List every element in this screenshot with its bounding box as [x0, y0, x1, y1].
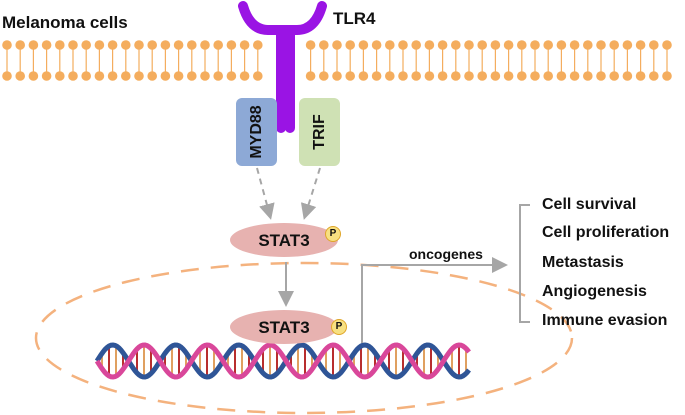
- cell-membrane: [2, 40, 672, 81]
- dna-helix: [94, 342, 471, 380]
- outcome-angiogenesis: Angiogenesis: [542, 283, 647, 300]
- stat3-cytoplasm-label: STAT3: [258, 231, 310, 250]
- cell-type-label: Melanoma cells: [2, 13, 128, 32]
- outcome-cell-proliferation: Cell proliferation: [542, 224, 670, 241]
- tlr4-receptor: [238, 1, 327, 133]
- arrow-oncogenes: [361, 257, 508, 343]
- arrow-trif-to-stat3: [300, 167, 321, 220]
- stat3-nucleus-label: STAT3: [258, 318, 310, 337]
- nucleus-envelope: [34, 261, 574, 415]
- outcome-cell-survival: Cell survival: [542, 196, 637, 213]
- phospho-badge-cytoplasm: P: [325, 226, 341, 242]
- phospho-badge-nucleus: P: [331, 319, 347, 335]
- outcome-immune-evasion: Immune evasion: [542, 312, 668, 329]
- myd88-label: MYD88: [247, 105, 265, 159]
- arrow-myd88-to-stat3: [256, 167, 275, 220]
- stat3-nucleus: STAT3: [230, 310, 338, 344]
- trif-label: TRIF: [310, 114, 328, 150]
- myd88-adaptor: MYD88: [236, 98, 277, 166]
- outcomes-bracket: [519, 204, 530, 323]
- outcome-metastasis: Metastasis: [542, 254, 624, 271]
- tlr4-label: TLR4: [333, 9, 376, 28]
- trif-adaptor: TRIF: [299, 98, 340, 166]
- stat3-cytoplasm: STAT3: [230, 223, 338, 257]
- oncogenes-label: oncogenes: [409, 246, 483, 262]
